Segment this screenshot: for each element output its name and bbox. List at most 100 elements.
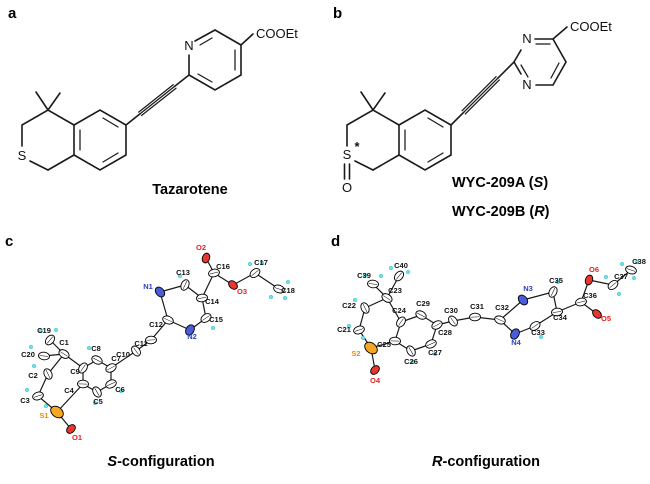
atom-label-c17: C17: [254, 258, 268, 267]
hydrogen-atom: [410, 359, 416, 365]
atom-label-c20: C20: [21, 350, 35, 359]
ellipsoid-shading: [495, 318, 505, 322]
caption-text: WYC-209A (: [452, 175, 534, 191]
atom-label-c39: C39: [357, 271, 371, 280]
atom-label-c30: C30: [444, 306, 458, 315]
ellipsoid-shading: [182, 280, 188, 290]
atom-label-c13: C13: [176, 268, 190, 277]
hydrogen-atom: [619, 261, 625, 267]
atom-label-c22: C22: [342, 301, 356, 310]
atom-label-c16: C16: [216, 262, 230, 271]
atom-label-c18: C18: [281, 286, 295, 295]
atom-label-c15: C15: [209, 315, 223, 324]
ester-cooet-label: COOEt: [256, 26, 298, 41]
ellipsoid-shading: [39, 355, 49, 357]
atom-ellipsoid-n2: [185, 324, 195, 336]
hydrogen-atom: [210, 325, 216, 331]
atom-label-s2: S2: [351, 349, 360, 358]
atom-label-c33: C33: [531, 328, 545, 337]
pyrimidine-n1-label: N: [522, 31, 531, 46]
atom-label-o5: O5: [601, 314, 611, 323]
atom-ellipsoid-o4: [370, 365, 380, 375]
benzene-ring: [398, 109, 452, 171]
pyridine-n-label: N: [184, 38, 193, 53]
atom-ellipsoid-s1: [50, 405, 64, 419]
hydrogen-atom: [603, 274, 609, 280]
caption-wyc: WYC-209A (S) WYC-209B (R): [452, 169, 550, 227]
atom-label-o1: O1: [72, 433, 82, 442]
atom-label-c36: C36: [583, 291, 597, 300]
hydrogen-atom: [24, 387, 30, 393]
caption-tazarotene: Tazarotene: [95, 182, 285, 198]
ellipsoid-shading: [93, 357, 101, 363]
atom-label-c35: C35: [549, 276, 563, 285]
hydrogen-atom: [43, 403, 49, 409]
hydrogen-atom: [177, 273, 183, 279]
ellipsoid-shading: [133, 347, 139, 355]
ellipsoid-shading: [202, 315, 210, 321]
atom-ellipsoid-o1: [66, 424, 76, 434]
atom-label-c7: C7: [111, 354, 121, 363]
ellipsoid-shading: [626, 268, 636, 272]
atom-label-c23: C23: [388, 286, 402, 295]
ellipsoid-shading: [531, 323, 539, 329]
ortep-r-configuration-svg: O6C36O5C37C38C35C34N3C33C32N4C31C30C28C2…: [337, 257, 646, 385]
panel-b-structure-svg: N N S * O COOEt: [342, 19, 612, 195]
hydrogen-atom: [362, 272, 368, 278]
ellipsoid-shading: [45, 370, 51, 378]
ellipsoid-shading: [450, 317, 456, 325]
hydrogen-atom: [53, 327, 59, 333]
hydrogen-atom: [378, 273, 384, 279]
bond: [522, 291, 554, 301]
atom-ellipsoid-o5: [592, 309, 602, 319]
hydrogen-atom: [247, 261, 253, 267]
ellipsoid-shading: [417, 312, 425, 318]
ellipsoid-shading: [408, 347, 414, 355]
atom-ellipsoid-o3: [228, 280, 238, 290]
stereo-letter: R: [432, 454, 443, 470]
atom-label-c3: C3: [20, 396, 30, 405]
atom-label-o2: O2: [196, 243, 206, 252]
atom-label-c10: C10: [116, 350, 130, 359]
bond: [499, 299, 524, 321]
ellipsoid-shading: [197, 297, 207, 299]
sulfoxide-double-bond: [343, 163, 351, 180]
atom-label-c4: C4: [64, 386, 74, 395]
benzene-ring: [73, 109, 127, 171]
caption-text: ): [543, 175, 549, 191]
atom-label-c32: C32: [495, 303, 509, 312]
ellipsoid-shading: [251, 270, 259, 276]
alkyne-triple-bond: [125, 74, 190, 126]
atom-ellipsoid-s2: [364, 341, 378, 355]
stereo-letter: R: [534, 204, 545, 220]
atom-label-c21: C21: [337, 325, 351, 334]
atom-label-c29: C29: [416, 299, 430, 308]
hydrogen-atom: [432, 351, 438, 357]
atom-label-c26: C26: [404, 357, 418, 366]
ellipsoid-shading: [47, 336, 53, 344]
ellipsoid-shading: [80, 364, 86, 372]
ellipsoid-shading: [368, 283, 378, 285]
panel-c-label: c: [5, 233, 14, 250]
chirality-asterisk: *: [354, 139, 360, 154]
ellipsoid-shading: [163, 318, 173, 322]
ellipsoid-shading: [383, 295, 391, 301]
ellipsoid-shading: [60, 351, 68, 357]
thiochroman-s-label: S: [18, 148, 27, 163]
ellipsoid-shading: [106, 382, 116, 386]
atom-ellipsoid-o6: [584, 274, 594, 286]
hydrogen-atom: [631, 275, 637, 281]
caption-wyc-209a: WYC-209A (S): [452, 169, 550, 198]
thiochroman-ring: [346, 91, 400, 171]
atom-label-s1: S1: [39, 411, 48, 420]
hydrogen-atom: [634, 259, 640, 265]
hydrogen-atom: [352, 297, 358, 303]
sulfoxide-s-label: S: [343, 147, 352, 162]
atom-label-c24: C24: [392, 306, 407, 315]
atom-label-c14: C14: [205, 297, 220, 306]
atom-label-c12: C12: [149, 320, 163, 329]
hydrogen-atom: [405, 269, 411, 275]
stereo-letter: S: [107, 454, 118, 470]
panel-a-label: a: [8, 5, 17, 22]
atom-label-c1: C1: [59, 338, 69, 347]
